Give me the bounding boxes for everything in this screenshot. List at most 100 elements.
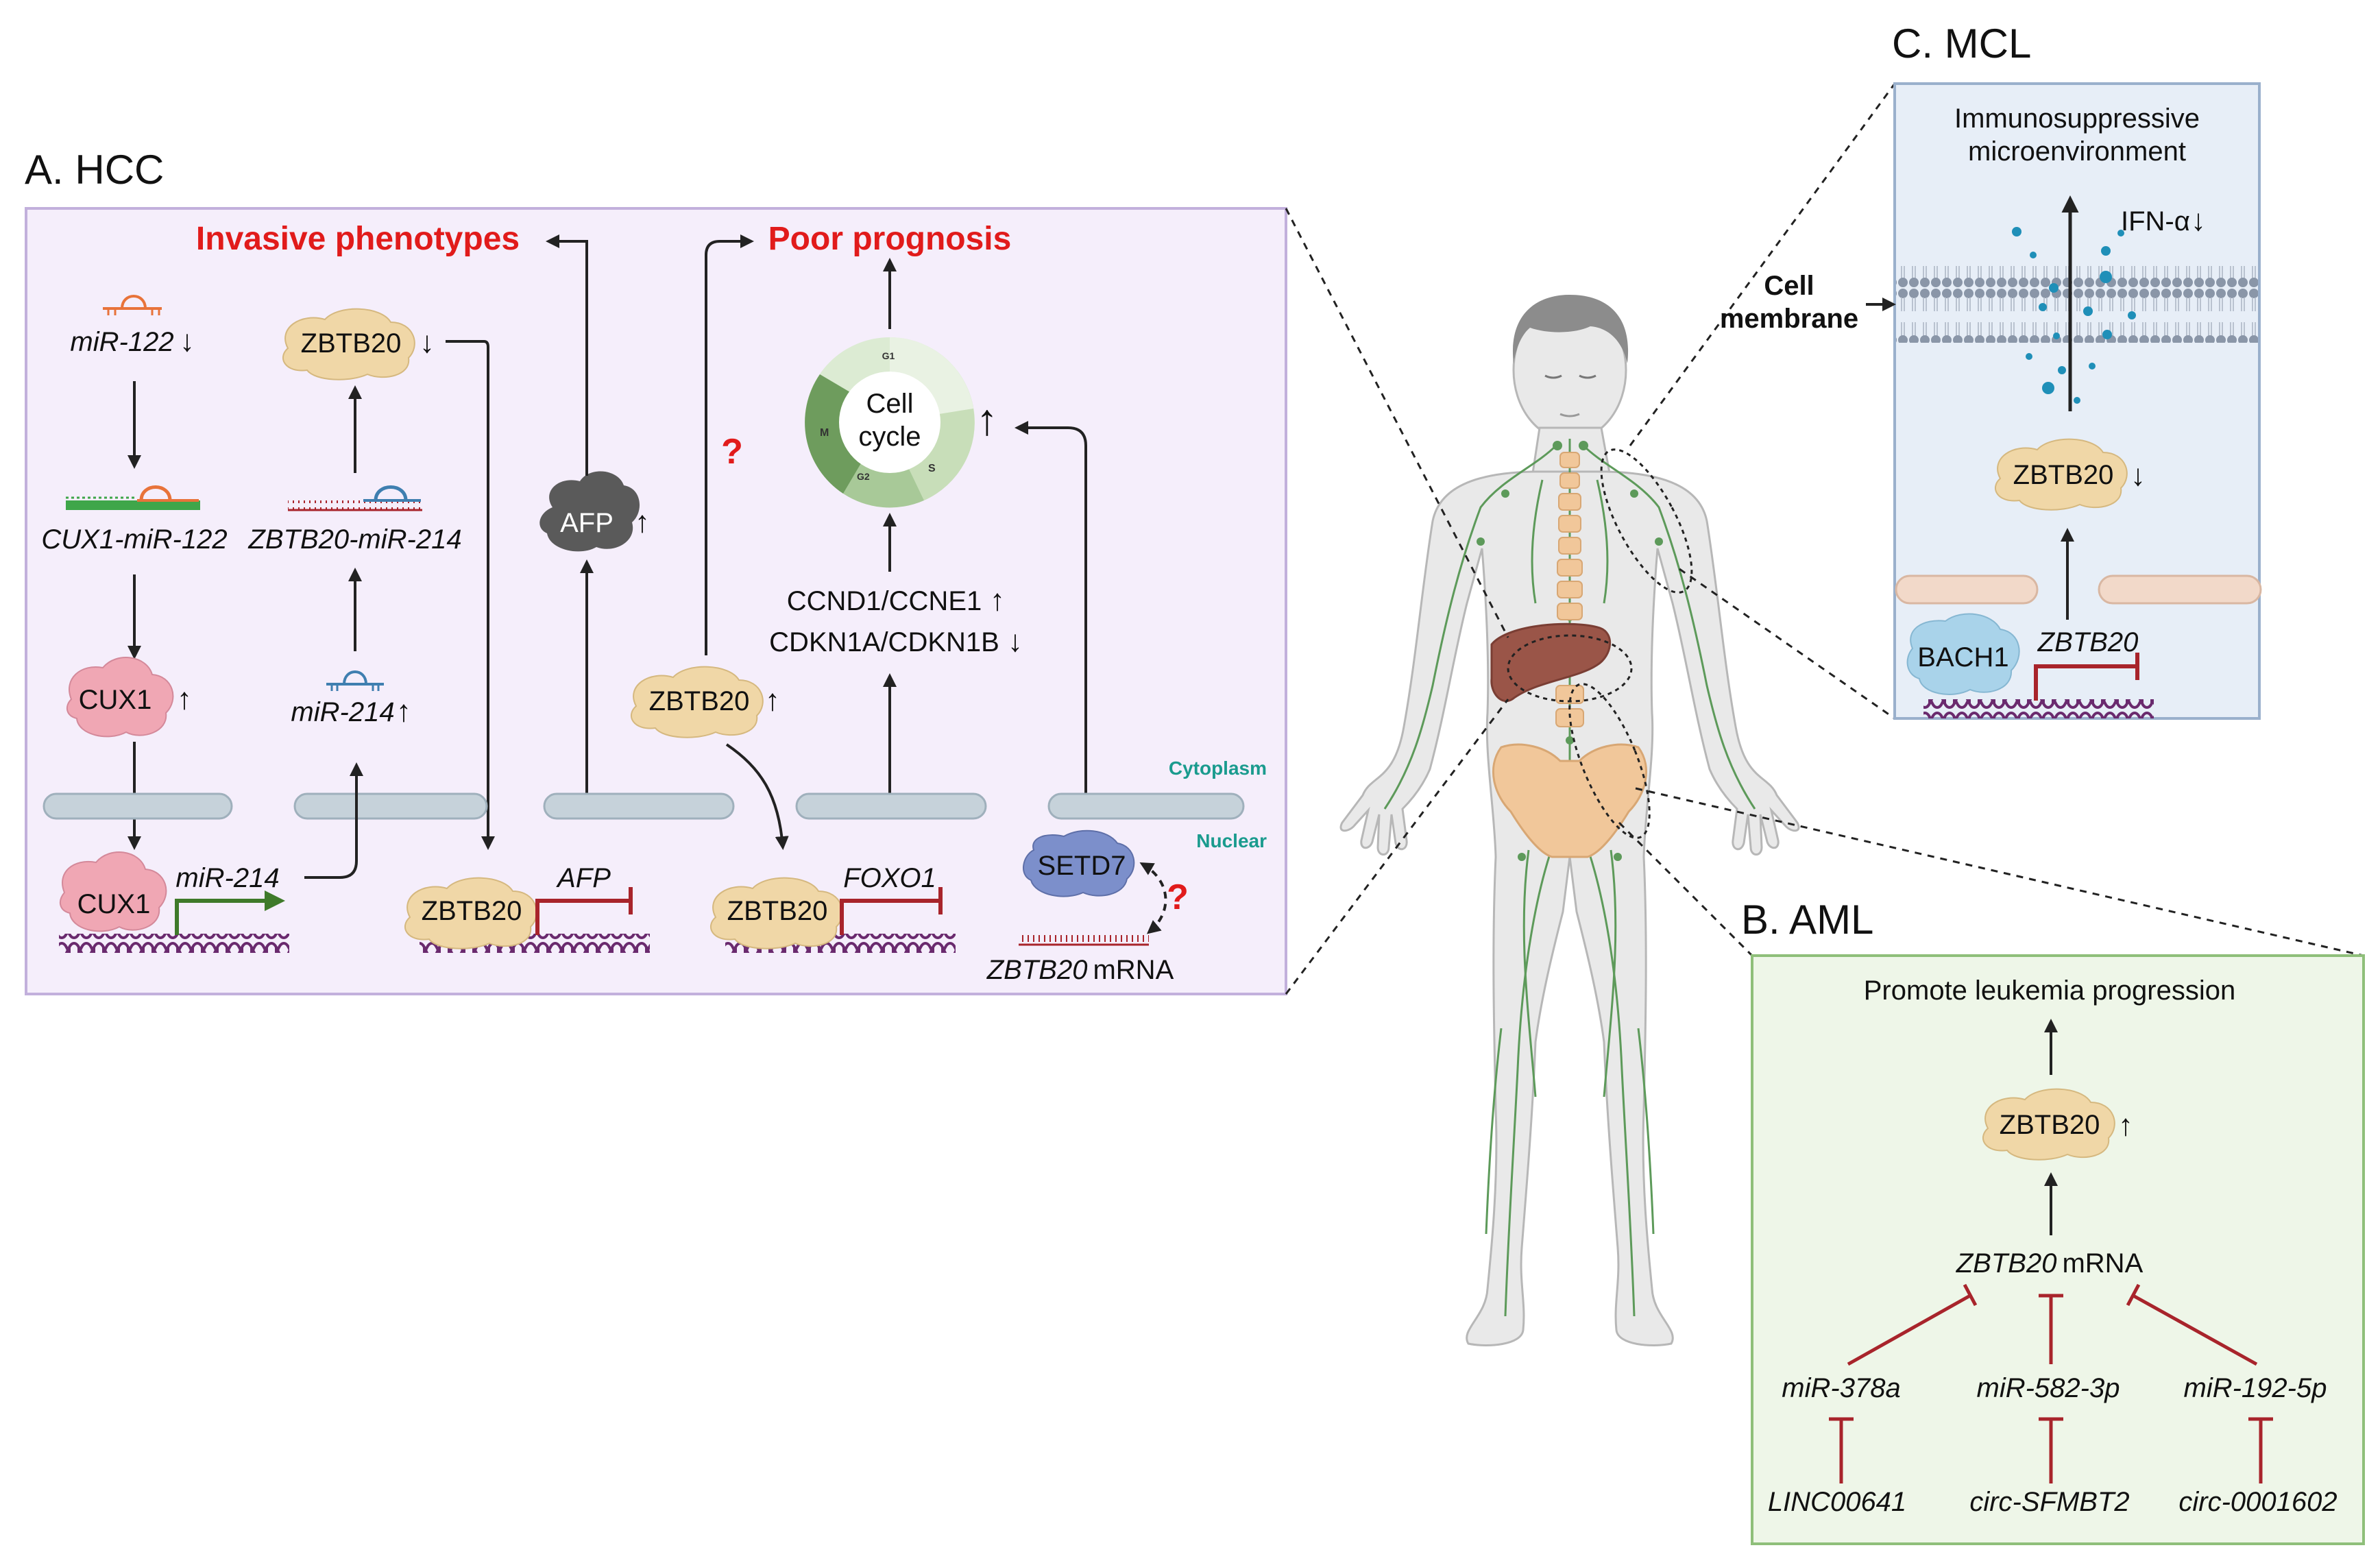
- ifn-down-arrow: ↓: [2191, 204, 2206, 237]
- aml-panel: B. AML Promote leukemia progression ZBTB…: [1741, 897, 2365, 1545]
- cell-membrane-line2: membrane: [1720, 304, 1858, 334]
- cell-membrane-bilayer: [1896, 266, 2258, 343]
- zbtb20-mid-to-nucleus-arrow: [725, 743, 789, 850]
- cdkn-label: CDKN1A/CDKN1B: [769, 627, 999, 657]
- bach1-label: BACH1: [1917, 642, 2008, 673]
- mir214-gene-label: miR-214: [175, 863, 279, 893]
- bach1-protein-icon: [1906, 613, 2020, 695]
- mir192-inhibition-bar: [2126, 1283, 2141, 1307]
- cell-membrane-line1: Cell: [1764, 271, 1814, 301]
- ifn-alpha-particles: [2012, 227, 2136, 404]
- mcl-panel: C. MCL Immunosuppressive microenvironmen…: [1720, 21, 2262, 720]
- mir122-label: miR-122: [70, 327, 173, 357]
- mir192-inhibition-line: [2132, 1294, 2258, 1366]
- cux1-mir122-label: CUX1-miR-122: [41, 524, 227, 555]
- mir122-down-arrow: ↓: [180, 324, 195, 358]
- cux1-protein-icon: [66, 657, 174, 738]
- cdkn-down-arrow: ↓: [1008, 625, 1023, 658]
- afp-inhibition-line: [535, 899, 629, 935]
- mir378a-inhibition-line: [1847, 1294, 1971, 1366]
- zbtb20-aml-up-arrow: ↑: [2118, 1108, 2133, 1142]
- zbtb20-to-prognosis-arrow: [705, 234, 754, 655]
- zbtb20-top-label: ZBTB20: [301, 328, 402, 359]
- zbtb20-mir214-label: ZBTB20-miR-214: [247, 524, 461, 555]
- zbtb20-mcl-down-arrow: ↓: [2130, 459, 2146, 492]
- zbtb20-afp-label: ZBTB20: [422, 896, 522, 926]
- lymphatic-vessels: [1383, 439, 1756, 1317]
- foxo1-gene-label: FOXO1: [843, 863, 936, 893]
- cytoplasm-label: Cytoplasm: [1169, 758, 1267, 779]
- pelvis-shape: [1492, 743, 1648, 858]
- question-mark-2: ?: [1167, 877, 1189, 917]
- zbtb20-mcl-protein-icon: [1995, 438, 2128, 511]
- aml-box: [1751, 954, 2365, 1545]
- hcc-title: A. HCC: [25, 147, 164, 193]
- cell-cycle-wheel: [805, 337, 975, 508]
- setd7-label: SETD7: [1038, 851, 1126, 881]
- human-body-illustration: [1339, 295, 1800, 1347]
- zbtb20-top-to-nucleus-arrow: [446, 340, 495, 850]
- mir214-label: miR-214: [291, 697, 394, 727]
- cell-cycle-line1: Cell: [866, 389, 914, 419]
- nuclear-envelope: [42, 792, 1245, 820]
- afp-gene-label: AFP: [556, 863, 611, 893]
- mirna-label-1: miR-582-3p: [1977, 1373, 2120, 1403]
- hcc-panel: A. HCC Invasive phenotypes Poor prognosi…: [25, 147, 1287, 995]
- dna-zbtb20-mcl-icon: [1923, 699, 2154, 718]
- liver-shape: [1490, 622, 1611, 703]
- abdominal-node-callout-ellipse: [1568, 683, 1651, 839]
- zbtb20-mid-protein-icon: [631, 666, 764, 738]
- zbtb20-mcl-gene-label: ZBTB20: [2037, 627, 2139, 657]
- cux1-protein-label: CUX1: [79, 685, 152, 715]
- callout-lines: [1285, 83, 2364, 995]
- aml-mrna-word: mRNA: [2062, 1248, 2143, 1279]
- cell-cycle-line2: cycle: [858, 422, 921, 452]
- ccnd-label: CCND1/CCNE1: [787, 586, 982, 616]
- zbtb20-afp-protein-icon: [404, 877, 537, 949]
- zbtb20-mrna-gene: ZBTB20: [986, 955, 1088, 985]
- zbtb20-mid-up-arrow: ↑: [765, 683, 780, 717]
- phase-s: S: [928, 463, 936, 474]
- setd7-mrna-dashed-arrow: [1139, 862, 1167, 934]
- afp-up-arrow: ↑: [635, 505, 650, 539]
- cux1-dna-protein-icon: [59, 851, 167, 932]
- cell-cycle-up-arrow: ↑: [976, 395, 998, 444]
- zbtb20-foxo-protein-icon: [710, 877, 843, 949]
- zbtb20-mrna-word: mRNA: [1093, 955, 1174, 985]
- setd7-protein-icon: [1022, 829, 1135, 897]
- poor-prognosis-label: Poor prognosis: [768, 221, 1012, 257]
- mcl-env-line1: Immunosuppressive: [1954, 104, 2200, 134]
- zbtb20-foxo-label: ZBTB20: [727, 896, 828, 926]
- mir214-gene-to-mir214-arrow: [304, 762, 363, 879]
- liver-callout-ellipse: [1507, 634, 1633, 703]
- mcl-nuclear-envelope-left: [1895, 574, 2039, 605]
- afp-protein-icon: [539, 471, 640, 552]
- mcl-env-line2: microenvironment: [1968, 136, 2186, 167]
- zbtb20-mid-label: ZBTB20: [649, 686, 750, 716]
- phase-g1: G1: [882, 350, 895, 361]
- phase-m: M: [820, 427, 829, 439]
- afp-protein-label: AFP: [560, 508, 614, 538]
- phase-g2: G2: [857, 471, 870, 482]
- mir122-hairpin-icon: [103, 295, 162, 315]
- mcl-nuclear-envelope-right: [2098, 574, 2262, 605]
- spine-illustration: [1555, 452, 1584, 727]
- sponge-label-1: circ-SFMBT2: [1969, 1487, 2129, 1517]
- sponge-label-2: circ-0001602: [2178, 1487, 2337, 1517]
- zbtb20-top-protein-icon: [282, 308, 415, 380]
- aml-mrna-gene: ZBTB20: [1956, 1248, 2057, 1279]
- cux1-mir122-duplex-icon: [66, 485, 200, 510]
- zbtb20-aml-protein-icon: [1982, 1088, 2115, 1161]
- ifn-alpha-label: IFN-α: [2121, 206, 2190, 237]
- question-mark-1: ?: [721, 432, 743, 472]
- aml-title: B. AML: [1741, 897, 1873, 943]
- dna-cux1-icon: [59, 934, 289, 953]
- foxo1-inhibition-line: [840, 899, 939, 935]
- mir214-hairpin-icon: [326, 670, 384, 691]
- zbtb20-aml-label: ZBTB20: [2000, 1110, 2100, 1140]
- cux1-dna-label: CUX1: [77, 889, 151, 919]
